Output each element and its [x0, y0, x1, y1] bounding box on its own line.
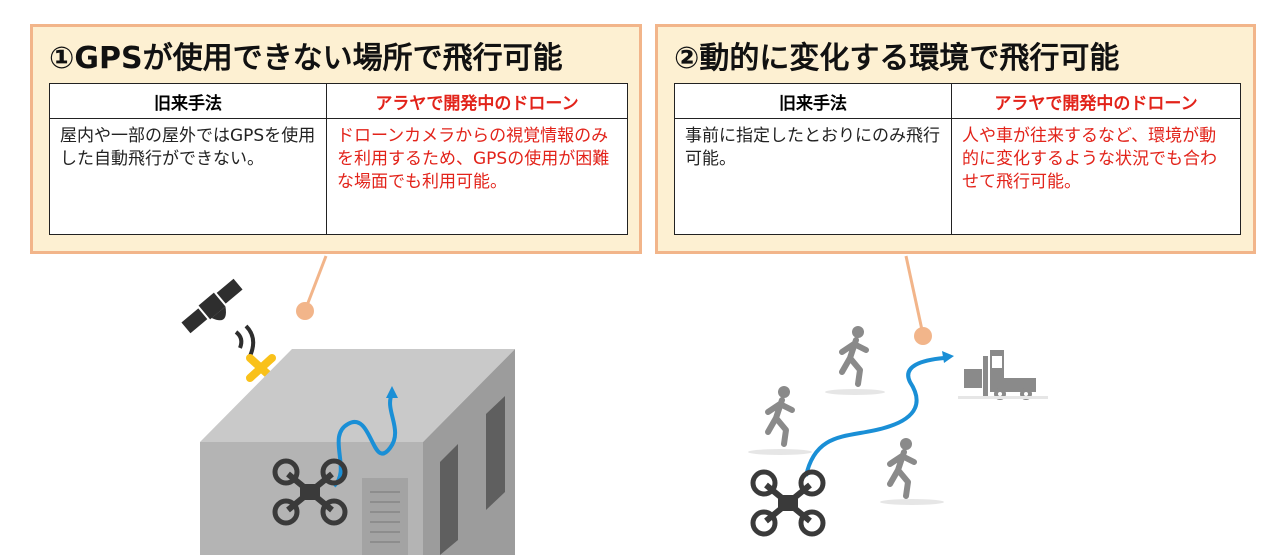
- walking-person-icon: [748, 386, 812, 455]
- cell-araya: 人や車が往来するなど、環境が動的に変化するような状況でも合わせて飛行可能。: [951, 118, 1241, 235]
- flight-path-arrow-icon: [332, 393, 397, 488]
- header-araya: アラヤで開発中のドローン: [951, 83, 1241, 119]
- cell-conventional: 事前に指定したとおりにのみ飛行可能。: [674, 118, 952, 235]
- flight-path-arrowhead: [386, 386, 398, 398]
- comparison-table: 旧来手法 アラヤで開発中のドローン 屋内や一部の屋外ではGPSを使用した自動飛行…: [49, 83, 628, 235]
- panel-title: ①GPSが使用できない場所で飛行可能: [49, 41, 563, 76]
- panel-title: ②動的に変化する環境で飛行可能: [674, 41, 1120, 76]
- comparison-table: 旧来手法 アラヤで開発中のドローン 事前に指定したとおりにのみ飛行可能。 人や車…: [674, 83, 1241, 235]
- walking-person-icon: [880, 438, 944, 505]
- signal-waves-icon: [234, 324, 256, 357]
- drone-icon: [753, 472, 823, 534]
- callout-dot: [914, 327, 932, 345]
- panel-dynamic-environment: ②動的に変化する環境で飛行可能 旧来手法 アラヤで開発中のドローン 事前に指定し…: [655, 24, 1256, 254]
- flight-path-arrowhead: [942, 351, 954, 363]
- flight-path-arrow-icon: [804, 356, 945, 477]
- header-araya: アラヤで開発中のドローン: [326, 83, 628, 119]
- callout-line: [304, 255, 328, 309]
- panel-gps-denied: ①GPSが使用できない場所で飛行可能 旧来手法 アラヤで開発中のドローン 屋内や…: [30, 24, 642, 254]
- walking-person-icon: [825, 326, 885, 395]
- satellite-icon: [181, 278, 243, 334]
- callout-dot: [296, 302, 314, 320]
- callout-line: [904, 255, 924, 331]
- cell-araya: ドローンカメラからの視覚情報のみを利用するため、GPSの使用が困難な場面でも利用…: [326, 118, 628, 235]
- forklift-icon: [958, 350, 1048, 400]
